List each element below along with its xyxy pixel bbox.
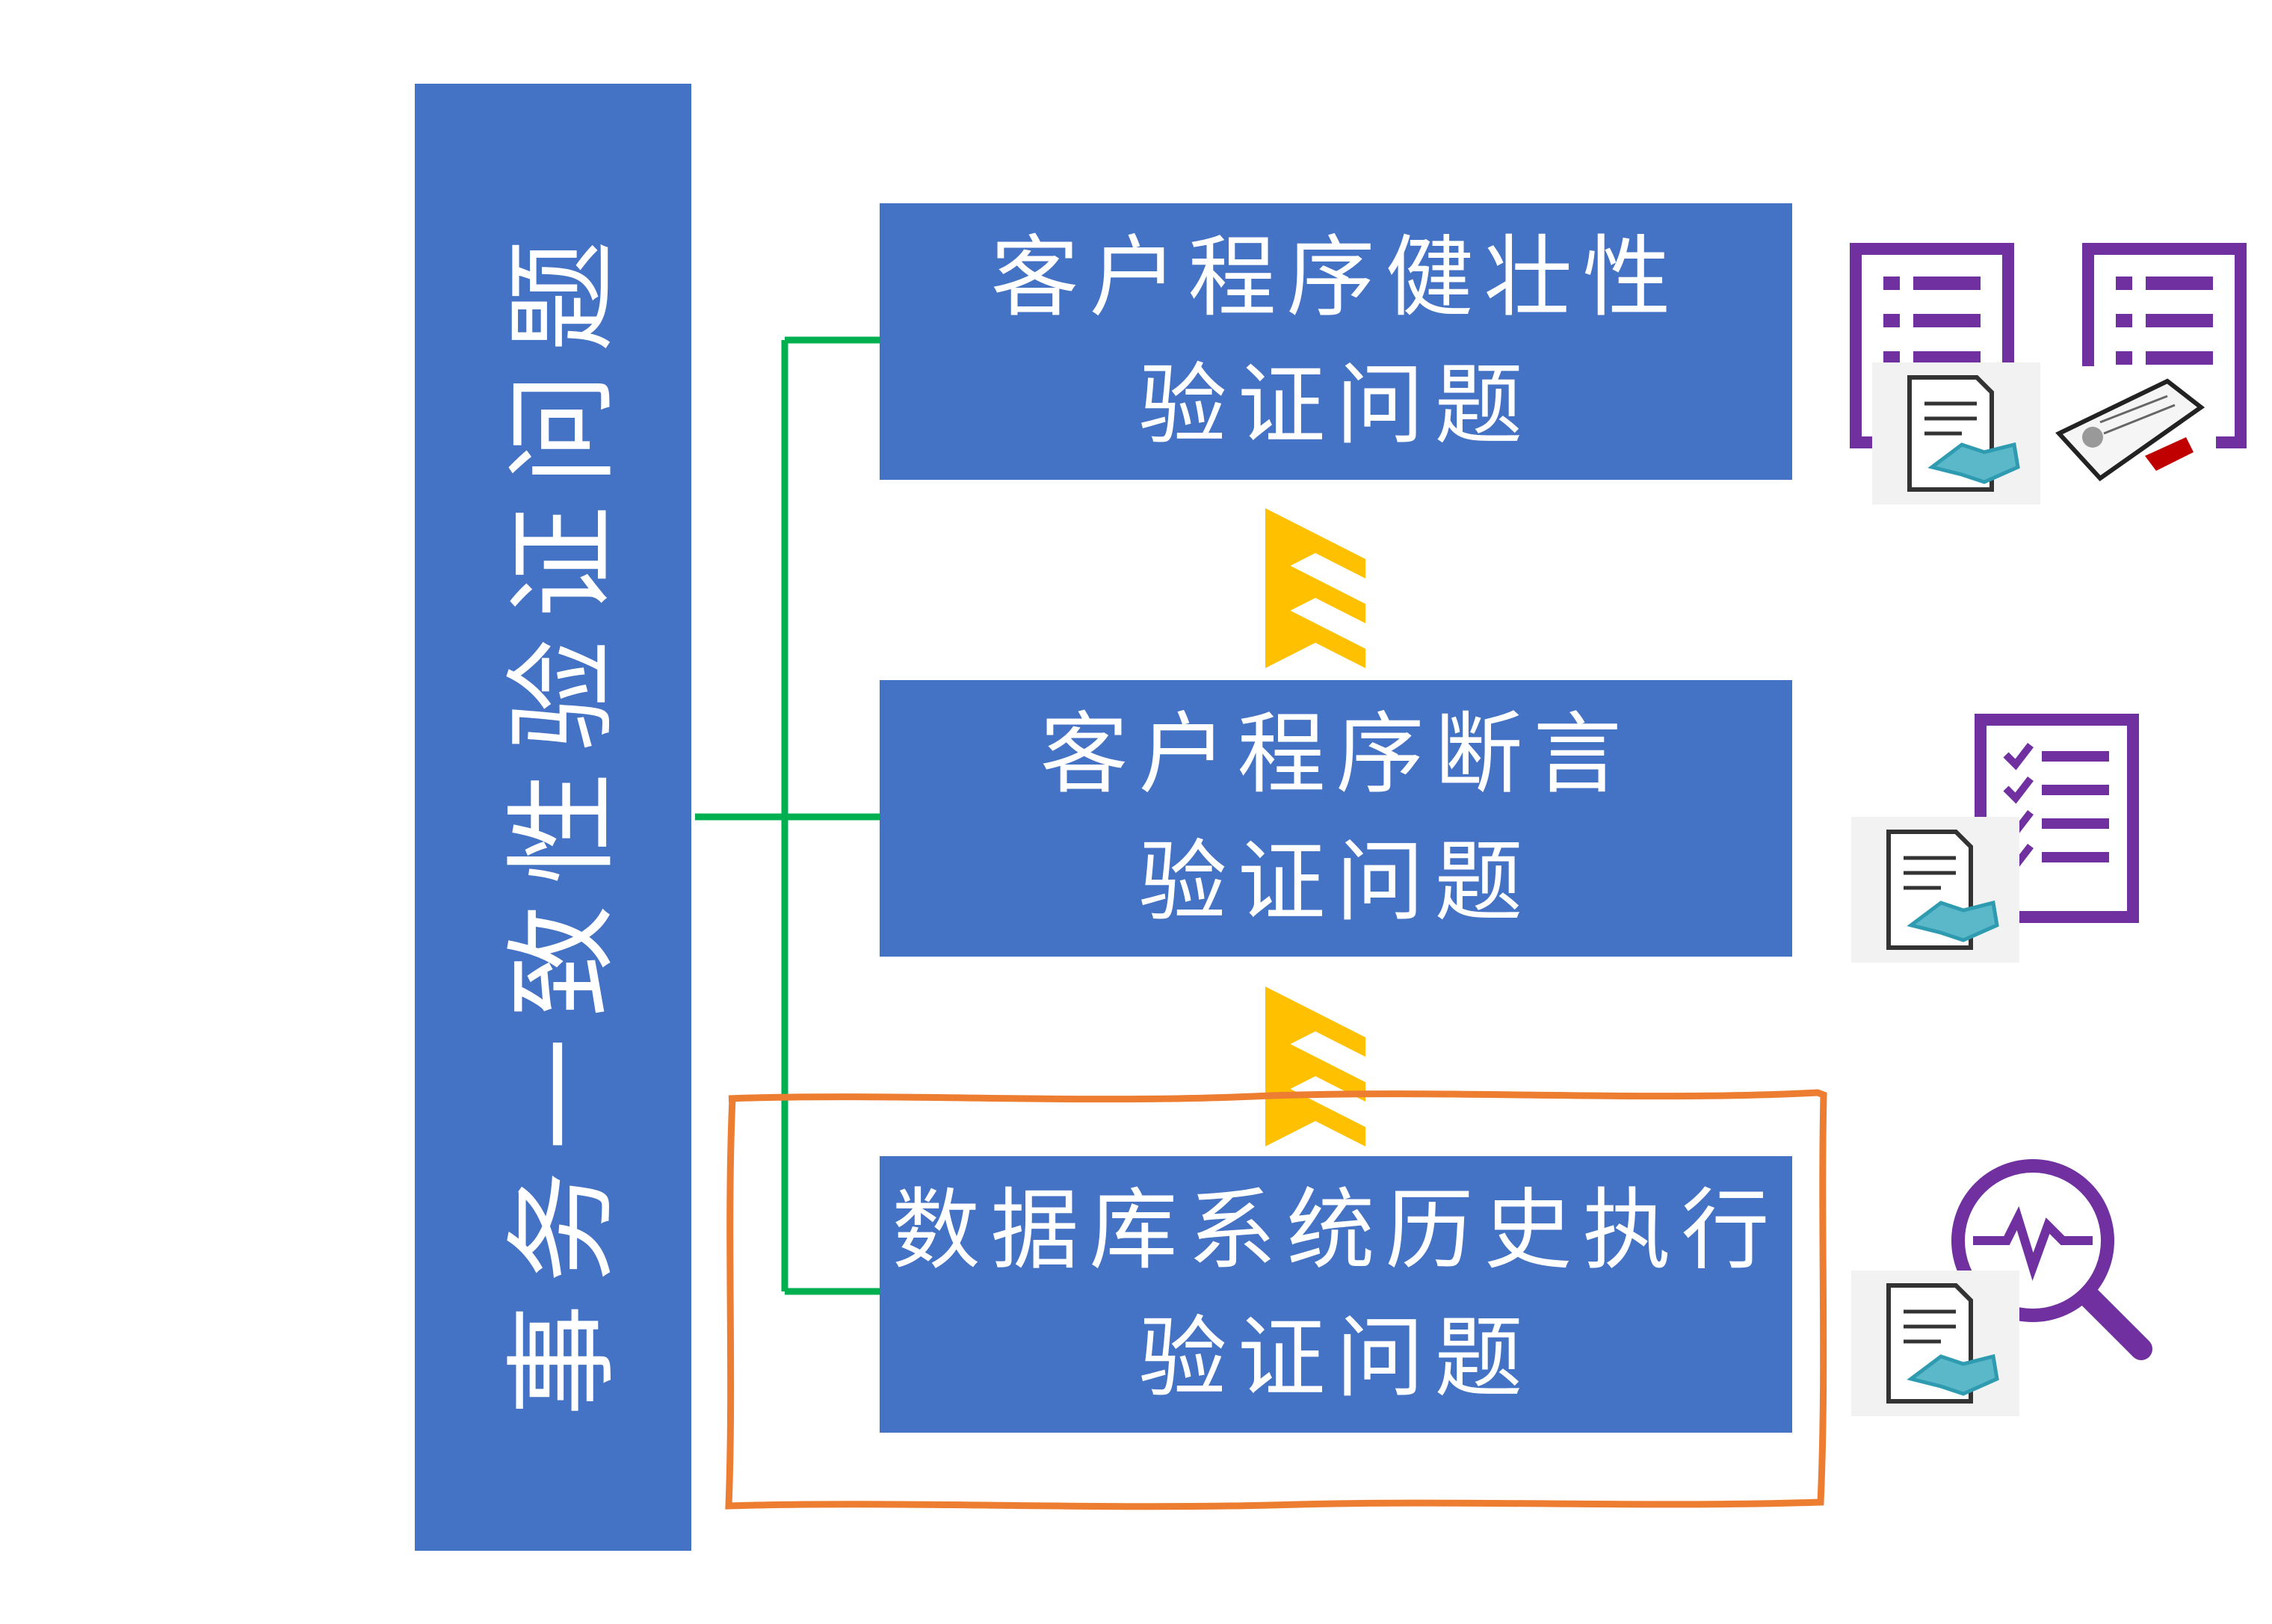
level-box-db-history: 数据库系统历史执行 验证问题 [880, 1156, 1792, 1433]
level-box-line2: 验证问题 [1138, 1306, 1534, 1410]
main-title-bar: 事务一致性验证问题 [415, 84, 691, 1551]
chevron-up-icon [1265, 987, 1365, 1146]
highlight-outline [725, 1089, 1827, 1510]
tree-connector [695, 336, 880, 1295]
level-box-line2: 验证问题 [1138, 353, 1534, 457]
chevron-up-icon [1265, 508, 1365, 668]
level-box-client-robustness: 客户程序健壮性 验证问题 [880, 203, 1792, 480]
contract-handshake-icon [1851, 817, 2019, 963]
level-box-line1: 客户程序断言 [1040, 702, 1632, 806]
level-box-client-assertion: 客户程序断言 验证问题 [880, 680, 1792, 957]
level-box-line1: 数据库系统历史执行 [892, 1178, 1780, 1282]
signed-contract-icon [2048, 366, 2216, 504]
contract-handshake-icon [1872, 362, 2040, 504]
level-box-line1: 客户程序健壮性 [990, 225, 1682, 329]
contract-handshake-icon [1851, 1271, 2019, 1416]
level-box-line2: 验证问题 [1138, 830, 1534, 933]
